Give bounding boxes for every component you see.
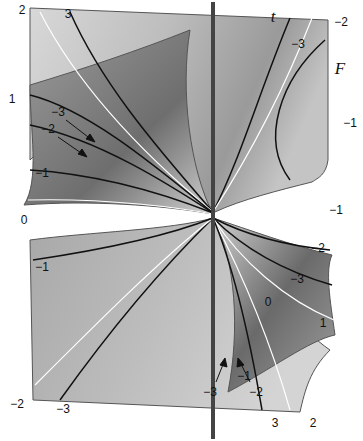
contour-value: 2 xyxy=(19,4,26,16)
contour-value: −3 xyxy=(203,386,217,398)
contour-value: −2 xyxy=(249,386,263,398)
contour-value: −2 xyxy=(41,123,55,135)
contour-value: −1 xyxy=(343,117,357,129)
contour-value: −1 xyxy=(35,261,49,273)
contour-value: −2 xyxy=(311,242,325,254)
contour-value: −1 xyxy=(35,167,49,179)
contour-value: 3 xyxy=(65,8,72,20)
contour-value: 0 xyxy=(21,214,28,226)
axis-label: t xyxy=(271,8,276,25)
contour-value: −1 xyxy=(237,370,251,382)
contour-value: 0 xyxy=(265,296,272,308)
contour-value: −2 xyxy=(334,16,348,28)
contour-value: −3 xyxy=(291,38,305,50)
contour-value: −1 xyxy=(329,204,343,216)
contour-value: 2 xyxy=(310,417,317,429)
contour-value: −3 xyxy=(51,106,65,118)
contour-value: 3 xyxy=(272,417,279,429)
contour-value: −2 xyxy=(10,398,24,410)
surface-label: F xyxy=(335,60,345,77)
contour-value: 1 xyxy=(9,93,16,105)
contour-value: −3 xyxy=(290,273,304,285)
contour-value: 1 xyxy=(320,317,327,329)
contour-value: −3 xyxy=(56,403,70,415)
